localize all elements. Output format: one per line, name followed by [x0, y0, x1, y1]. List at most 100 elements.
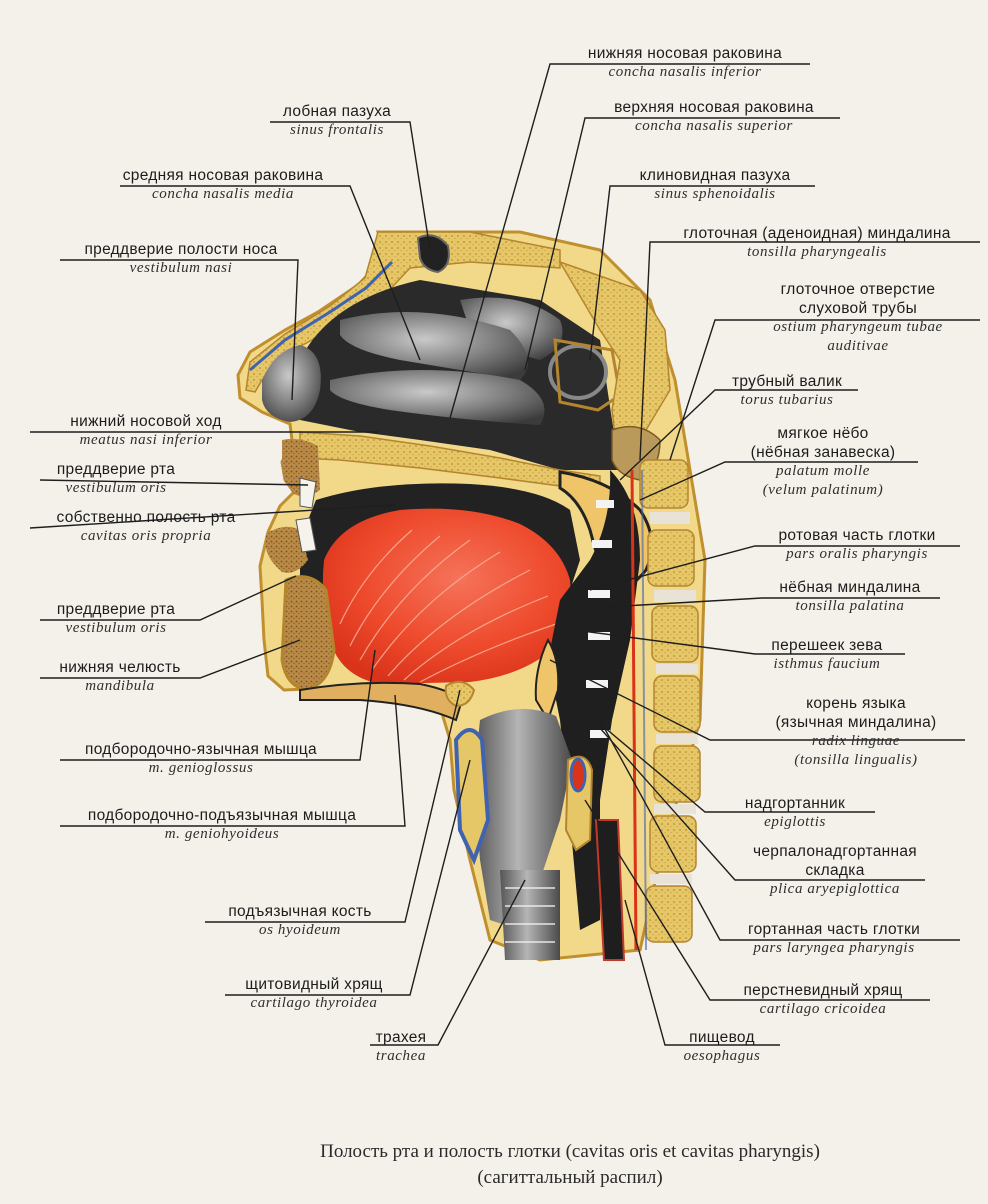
label-la: concha nasalis media: [152, 186, 294, 202]
label-ru: клиновидная пазуха: [639, 167, 791, 184]
label-la: sinus sphenoidalis: [654, 186, 776, 202]
label-la: cartilago cricoidea: [759, 1001, 887, 1017]
label-la: tonsilla palatina: [795, 598, 905, 614]
label-la: vestibulum oris: [65, 620, 167, 636]
label-la: torus tubarius: [740, 392, 834, 408]
leader-ostium-tubae: [669, 319, 980, 461]
esophagus-shape: [594, 819, 626, 961]
label-la: isthmus faucium: [773, 656, 881, 672]
label-ru-1: черпалонадгортанная: [753, 843, 917, 860]
label-ru-2: (язычная миндалина): [775, 714, 937, 731]
label-concha-media: средняя носовая раковина concha nasalis …: [94, 166, 352, 204]
label-pars-laryngea: гортанная часть глотки pars laryngea pha…: [714, 920, 954, 958]
label-la-2: (tonsilla lingualis): [794, 752, 918, 768]
floor-of-mouth: [299, 681, 464, 722]
label-ru: собственно полость рта: [56, 509, 236, 526]
label-la: trachea: [375, 1048, 427, 1064]
label-isthmus: перешеек зева isthmus faucium: [752, 636, 902, 674]
leader-oesophagus: [624, 899, 780, 1046]
label-ru-2: слуховой трубы: [798, 300, 918, 317]
label-torus: трубный валик torus tubarius: [714, 372, 860, 410]
label-ru-1: мягкое нёбо: [777, 425, 869, 442]
label-mandibula: нижняя челюсть mandibula: [40, 658, 200, 696]
leader-cricoidea: [584, 799, 930, 1001]
label-ru: пищевод: [689, 1029, 755, 1046]
label-ru: преддверие рта: [56, 601, 176, 618]
leader-vestibulum-oris-2: [40, 575, 297, 621]
label-ru: нижний носовой ход: [70, 413, 222, 430]
label-trachea: трахея trachea: [366, 1028, 436, 1066]
concha-superior-shape: [460, 297, 563, 360]
leader-cavitas-propria: [29, 504, 396, 529]
label-la: tonsilla pharyngealis: [747, 244, 887, 260]
trachea-shape: [500, 870, 560, 960]
leader-tonsilla-palatina: [589, 597, 940, 609]
leader-tonsilla-pharyngealis: [639, 241, 980, 461]
label-la: pars oralis pharyngis: [786, 546, 928, 562]
figure-caption-line-2: (сагиттальный распил): [477, 1167, 663, 1188]
label-la: epiglottis: [764, 814, 826, 830]
label-ru: глоточная (аденоидная) миндалина: [683, 225, 951, 242]
label-ru: нёбная миндалина: [779, 579, 921, 596]
sphenoid-sinus-shape: [548, 344, 608, 400]
leader-radix: [549, 659, 965, 741]
label-la-1: ostium pharyngeum tubae: [773, 319, 943, 335]
leader-os-hyoideum: [205, 689, 461, 923]
leader-geniohyoideus: [60, 694, 406, 827]
label-os-hyoideum: подъязычная кость os hyoideum: [200, 902, 400, 940]
lower-incisor: [295, 517, 317, 553]
label-la: m. genioglossus: [148, 760, 254, 776]
label-sinus-frontalis: лобная пазуха sinus frontalis: [262, 102, 412, 140]
leader-pars-oralis: [589, 545, 960, 591]
nasal-vestibule: [262, 345, 321, 422]
label-ru: щитовидный хрящ: [245, 976, 383, 993]
label-ru: верхняя носовая раковина: [614, 99, 814, 116]
label-la: pars laryngea pharyngis: [753, 940, 915, 956]
leader-mandibula: [40, 639, 301, 679]
leader-concha-media: [120, 185, 421, 361]
figure-caption-line-1: Полость рта и полость глотки (cavitas or…: [320, 1141, 820, 1162]
label-la: concha nasalis inferior: [608, 64, 762, 80]
label-la: plica aryepiglottica: [770, 881, 900, 897]
label-palatum: мягкое нёбо (нёбная занавеска) palatum m…: [724, 424, 922, 500]
leader-plica: [574, 699, 925, 881]
label-ru: перешеек зева: [771, 637, 883, 654]
label-ru: ротовая часть глотки: [778, 527, 936, 544]
leader-palatum: [639, 461, 918, 501]
label-ru: трахея: [375, 1029, 427, 1046]
label-tonsilla-palatina: нёбная миндалина tonsilla palatina: [760, 578, 940, 616]
hyoid-bone-shape: [444, 680, 476, 708]
label-la: cavitas oris propria: [80, 528, 212, 544]
label-ru: средняя носовая раковина: [122, 167, 324, 184]
label-ru: гортанная часть глотки: [747, 921, 921, 938]
concha-media-shape: [340, 312, 528, 380]
label-vestibulum-oris-1: преддверие рта vestibulum oris: [36, 460, 196, 498]
label-ru: преддверие рта: [56, 461, 176, 478]
label-la: cartilago thyroidea: [250, 995, 378, 1011]
label-ru: нижняя носовая раковина: [587, 45, 783, 62]
thyroid-cartilage-shape: [453, 728, 491, 866]
label-tonsilla-pharyngealis: глоточная (аденоидная) миндалина tonsill…: [650, 224, 984, 262]
label-ru: лобная пазуха: [282, 103, 392, 120]
label-la: mandibula: [85, 678, 155, 694]
leader-concha-inferior: [449, 63, 810, 419]
label-ru: подъязычная кость: [228, 903, 372, 920]
frontal-sinus-shape: [416, 234, 450, 274]
larynx: [474, 708, 572, 930]
label-ru: трубный валик: [731, 373, 843, 390]
leader-isthmus: [574, 629, 905, 655]
label-radix: корень языка (язычная миндалина) radix l…: [756, 694, 956, 770]
label-thyroidea: щитовидный хрящ cartilago thyroidea: [224, 975, 404, 1013]
label-geniohyoideus: подбородочно-подъязычная мышца m. genioh…: [58, 806, 386, 844]
leader-vestibulum-nasi: [60, 259, 299, 401]
label-la: m. geniohyoideus: [164, 826, 280, 842]
label-genioglossus: подбородочно-язычная мышца m. geniogloss…: [56, 740, 346, 778]
label-cricoidea: перстневидный хрящ cartilago cricoidea: [718, 981, 928, 1019]
label-la: os hyoideum: [258, 922, 341, 938]
leader-sinus-frontalis: [270, 121, 431, 251]
label-sinus-sphenoidalis: клиновидная пазуха sinus sphenoidalis: [610, 166, 820, 204]
label-la: oesophagus: [683, 1048, 761, 1064]
label-la: concha nasalis superior: [635, 118, 793, 134]
